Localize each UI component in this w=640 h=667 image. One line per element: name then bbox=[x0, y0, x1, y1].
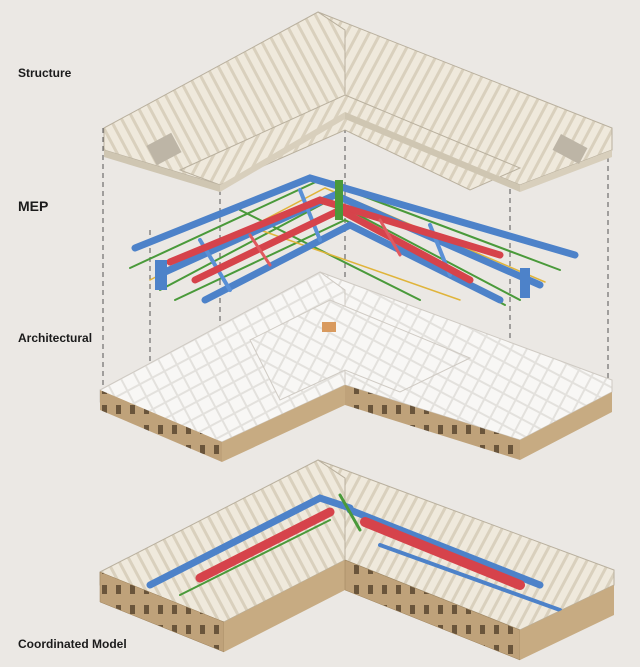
structure-layer bbox=[103, 11, 613, 192]
mep-layer bbox=[129, 174, 579, 306]
label-mep: MEP bbox=[18, 198, 49, 214]
label-architectural: Architectural bbox=[18, 331, 93, 345]
label-structure: Structure bbox=[18, 66, 72, 80]
label-coordinated-model: Coordinated Model bbox=[18, 637, 127, 651]
coordinated-model bbox=[99, 459, 615, 661]
architectural-layer bbox=[99, 271, 613, 462]
